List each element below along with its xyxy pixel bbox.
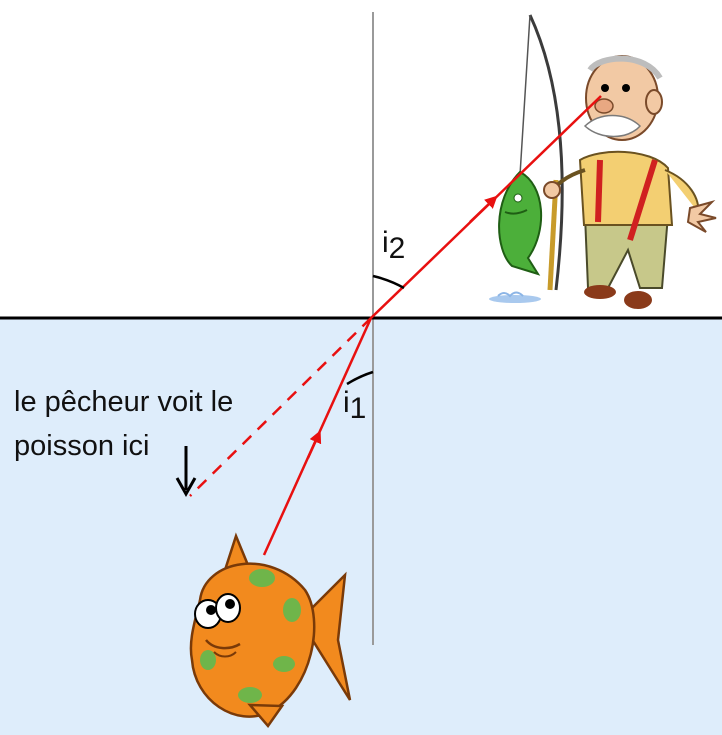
fisherman-icon [543,55,717,309]
angle-i2-letter: i [382,226,389,259]
angle-i2-subscript: 2 [389,232,406,265]
angle-arc-i2 [372,274,405,290]
angle-i2-label: i2 [382,226,405,265]
angle-arc-i1 [346,370,374,386]
caught-fish-icon [498,170,543,276]
caption-line-1: le pêcheur voit le [14,386,234,418]
apparent-position-arrow [175,446,197,498]
angle-i1-label: i1 [343,386,366,425]
caption-line-2: poisson ici [14,430,150,462]
water-region [0,318,722,735]
splash-icon [489,291,541,303]
incident-ray-arrow [306,430,322,459]
refracted-ray-arrow [469,195,498,223]
orange-fish-icon [189,532,352,729]
angle-i1-subscript: 1 [350,392,367,425]
apparent-position-caption: le pêcheur voit le poisson ici [14,380,233,468]
angle-i1-letter: i [343,386,350,419]
apparent-ray-dashed [189,317,372,497]
